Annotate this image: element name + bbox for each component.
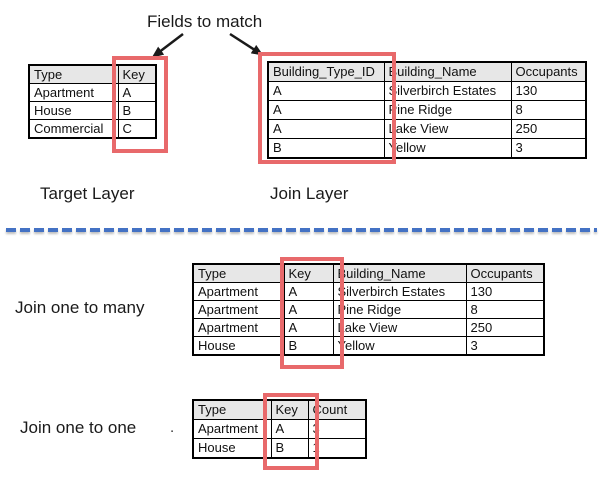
table-header-cell: Building_Type_ID <box>267 61 385 82</box>
section-divider-dashed-line <box>6 228 597 232</box>
table-cell: Lake View <box>332 318 467 337</box>
stray-dot: . <box>170 419 175 436</box>
table-cell: Apartment <box>192 318 285 337</box>
fields-to-match-label: Fields to match <box>147 12 263 31</box>
table-cell: Apartment <box>192 419 272 439</box>
table-cell: Yellow <box>332 336 467 356</box>
table-header-cell: Building_Name <box>332 263 467 283</box>
table-header-cell: Type <box>192 399 272 420</box>
table-cell: B <box>267 138 385 159</box>
table-header-cell: Key <box>270 399 309 420</box>
table-cell: A <box>117 83 157 102</box>
table-cell: Lake View <box>383 119 512 139</box>
table-cell: House <box>192 336 285 356</box>
table-cell: Pine Ridge <box>332 300 467 319</box>
table-cell: 130 <box>510 81 587 101</box>
table-cell: A <box>283 318 334 337</box>
table-header-cell: Building_Name <box>383 61 512 82</box>
table-cell: 8 <box>510 100 587 120</box>
join-one-to-many-label: Join one to many <box>15 298 145 317</box>
table-header-cell: Key <box>117 64 157 84</box>
table-cell: Pine Ridge <box>383 100 512 120</box>
table-cell: B <box>117 101 157 120</box>
arrow-down-right-icon <box>229 32 264 56</box>
target-layer-label: Target Layer <box>40 184 135 203</box>
table-cell: A <box>283 282 334 301</box>
table-header-cell: Key <box>283 263 334 283</box>
table-header-cell: Occupants <box>510 61 587 82</box>
table-cell: 3 <box>307 419 367 439</box>
table-header-cell: Type <box>192 263 285 283</box>
table-cell: 250 <box>465 318 545 337</box>
table-cell: A <box>283 300 334 319</box>
table-cell: B <box>270 438 309 459</box>
table-cell: A <box>267 100 385 120</box>
table-cell: C <box>117 119 157 139</box>
table-cell: A <box>270 419 309 439</box>
table-cell: 1 <box>307 438 367 459</box>
table-cell: Commercial <box>28 119 119 139</box>
table-cell: Yellow <box>383 138 512 159</box>
arrow-down-left-icon <box>151 33 184 58</box>
match-arrows <box>151 32 264 58</box>
table-cell: 130 <box>465 282 545 301</box>
table-cell: House <box>28 101 119 120</box>
table-cell: Apartment <box>192 282 285 301</box>
table-header-cell: Occupants <box>465 263 545 283</box>
table-cell: House <box>192 438 272 459</box>
table-cell: A <box>267 81 385 101</box>
table-cell: 250 <box>510 119 587 139</box>
table-cell: A <box>267 119 385 139</box>
join-one-to-one-label: Join one to one <box>20 418 137 437</box>
table-header-cell: Count <box>307 399 367 420</box>
table-header-cell: Type <box>28 64 119 84</box>
table-cell: B <box>283 336 334 356</box>
table-cell: Apartment <box>192 300 285 319</box>
table-cell: Apartment <box>28 83 119 102</box>
join-layer-label: Join Layer <box>270 184 349 203</box>
table-cell: Silverbirch Estates <box>383 81 512 101</box>
table-cell: 8 <box>465 300 545 319</box>
table-cell: 3 <box>510 138 587 159</box>
table-cell: Silverbirch Estates <box>332 282 467 301</box>
table-cell: 3 <box>465 336 545 356</box>
